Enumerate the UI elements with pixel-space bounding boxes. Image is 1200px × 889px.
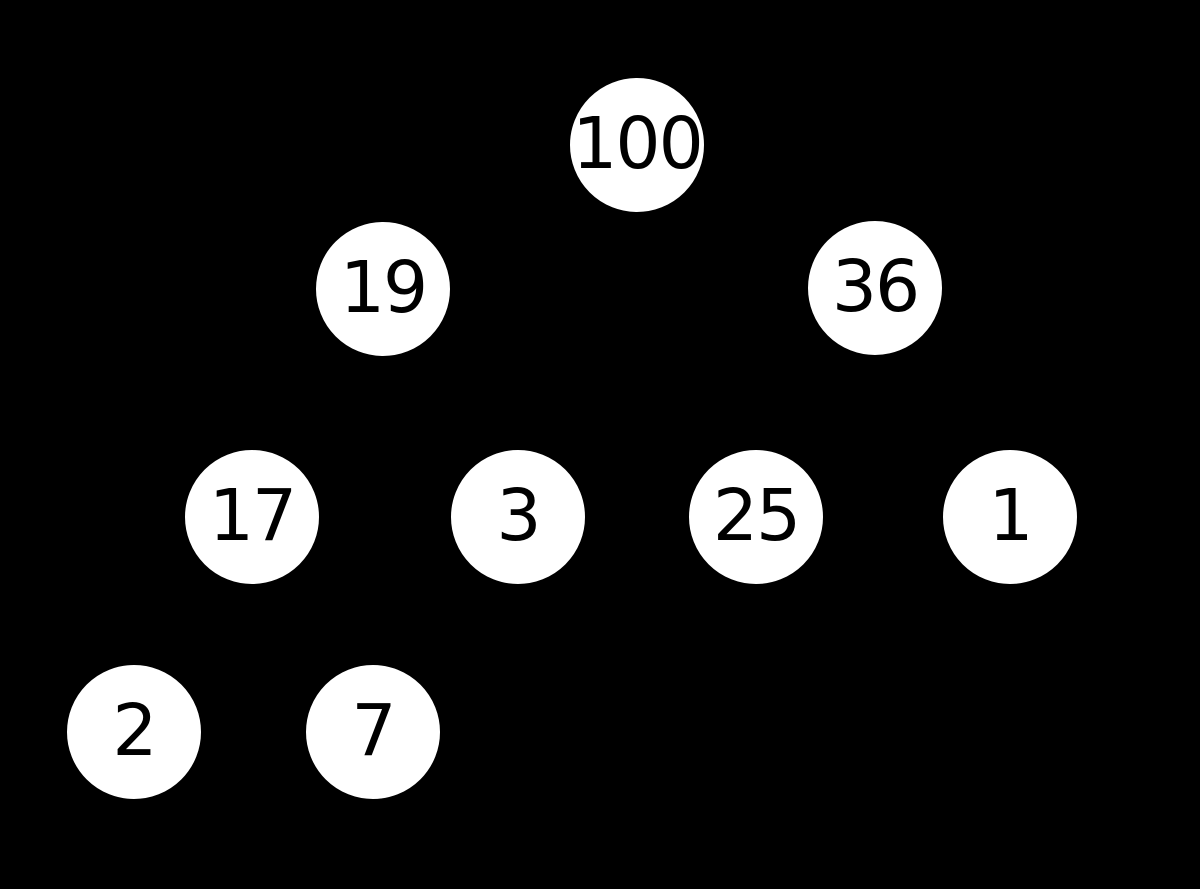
tree-node: 7: [305, 664, 441, 800]
tree-node-label: 36: [831, 244, 920, 328]
tree-node-label: 100: [572, 101, 704, 185]
tree-node: 2: [66, 664, 202, 800]
tree-node: 1: [942, 449, 1078, 585]
tree-node-label: 17: [208, 473, 297, 557]
tree-node-label: 19: [339, 245, 428, 329]
tree-node-label: 7: [351, 688, 396, 772]
tree-node-label: 3: [496, 473, 541, 557]
tree-node-label: 1: [988, 473, 1033, 557]
tree-node: 36: [807, 220, 943, 356]
tree-node: 25: [688, 449, 824, 585]
tree-node: 17: [184, 449, 320, 585]
tree-node: 3: [450, 449, 586, 585]
tree-node: 19: [315, 221, 451, 357]
tree-node-label: 25: [712, 473, 801, 557]
tree-node-label: 2: [112, 688, 157, 772]
tree-node: 100: [569, 77, 705, 213]
